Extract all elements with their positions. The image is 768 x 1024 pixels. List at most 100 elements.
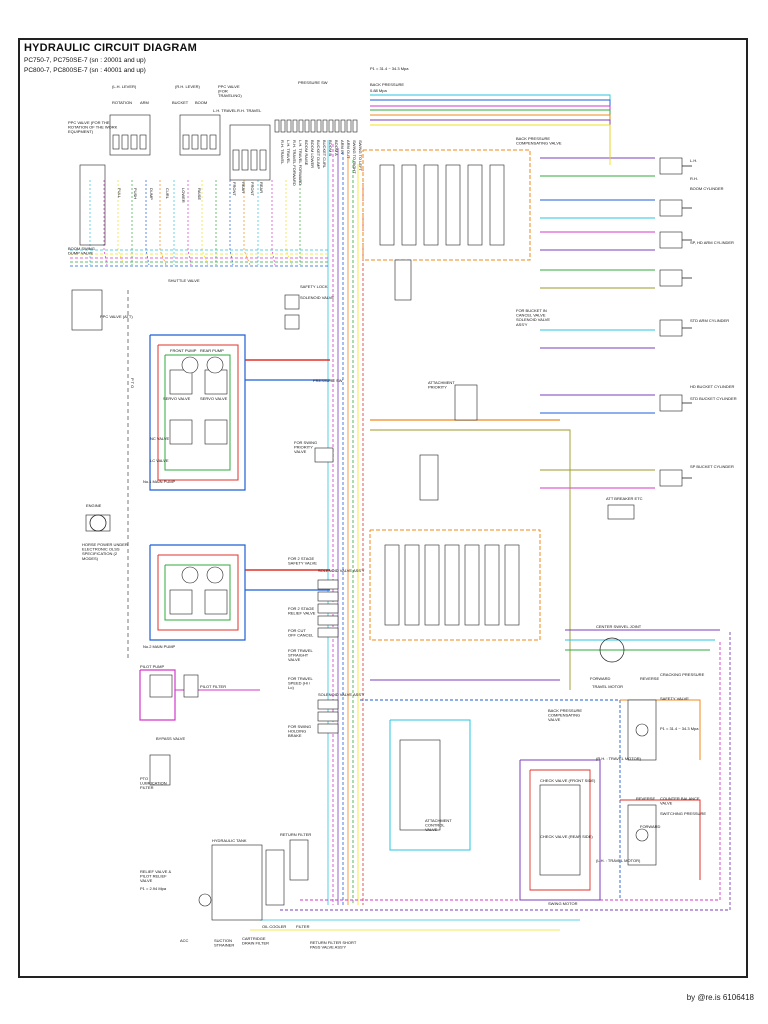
rear-pump-symbol [206,356,224,374]
label-line: LUBRICATION [140,781,167,786]
label-line: FOR 2 STAGE [288,556,314,561]
label-line: BACK PRESSURE [516,136,550,141]
main-pump-2-pressure-loop [157,554,239,631]
travel-ppc-valve [229,124,271,181]
pressure-sw-item: R.H. TRAVEL FORWARD [292,140,297,186]
drain-line-purple [280,630,731,911]
label-line: FOR CUT [288,628,306,633]
control-valve-spool [504,544,520,626]
hydraulic-lines [70,94,731,931]
pilot-filter [183,674,199,698]
pressure-value-label: P1 = 31.4 ~ 34.3 Mpa [660,726,699,731]
label-line: EQUIPMENT) [68,129,94,134]
reverse-label-2: REVERSE [636,796,655,801]
pilot-pump-loop [139,669,176,721]
pump-servo-block [204,589,228,615]
label-line: ASS'Y [516,322,528,327]
top-network-line [370,109,611,150]
label-line: BRAKE [288,733,302,738]
lever-spool [191,134,199,150]
lever-function-label: LOWER [181,188,186,203]
lower-control-valve-frame [369,529,541,641]
servo-valve-label: SERVO VALVE [163,396,191,401]
pilot-pump-label: PILOT PUMP [140,664,164,669]
label-line: PRIORITY [428,385,447,390]
pressure-switch [346,119,352,133]
boom-cylinder-label: BOOM CYLINDER [690,186,724,191]
pressure-value-label: P1 = 31.4 ~ 34.3 Mpa [370,66,409,71]
label-line: FILTER [140,785,154,790]
label-line: DRAIN FILTER [242,941,269,946]
control-valve-spool [464,544,480,626]
travel-function-label: REAR [259,182,264,193]
pressure-sw-item: BOOM RAISE [304,140,309,166]
label-line: PASS VALVE ASS'Y [310,945,346,950]
pressure-value-label: 0.88 Mpa [370,88,387,93]
sp-bucket-cylinder-label: SP BUCKET CYLINDER [690,464,734,469]
label-line: FOR BUCKET IN [516,308,547,313]
pilot-line [145,180,150,266]
lever-spool [130,134,138,150]
att-breaker [607,504,635,520]
attachment-priority-valve [454,384,478,421]
label-line: FOR TRAVEL [288,648,314,653]
engine-label: ENGINE [86,503,102,508]
hydraulic-cylinder [659,394,683,412]
pressure-sw-item: SWING TO RIGHT [352,140,357,174]
engine-box [85,514,111,532]
travel-function-label: FRONT [250,182,255,196]
pump-servo-block [204,419,228,445]
hydraulic-cylinder [659,319,683,337]
label-line: COMPENSATING [548,713,580,718]
pressure-sw-item: BUCKET CURL [322,140,327,169]
top-network-line [370,114,611,155]
pressure-sw-item: BOOM LOWER [310,140,315,168]
pressure-switch [310,119,316,133]
pressure-sw-item: L.H. TRAVEL FORWARD [298,140,303,185]
lever-spool [112,134,120,150]
front-pump-label: FRONT PUMP [170,348,197,353]
control-valve-spool [484,544,500,626]
switching-pressure-label: SWITCHING PRESSURE [660,811,706,816]
ppc-valve-att [71,289,103,331]
forward-label: FORWARD [590,676,611,681]
hydraulic-cylinder [659,269,683,287]
solenoid-valve [317,699,339,710]
label-line: COUNTER BALANCE [660,796,700,801]
pressure-sw-item: BUCKET DUMP [316,140,321,169]
pressure-sw-item: SWING TO LEFT [358,140,363,172]
solenoid-assy-label: SOLENOID VALVE ASS'Y [318,692,365,697]
hydraulic-tank [211,844,263,921]
lh-lever-ppc [109,114,151,156]
solenoid-valve [317,615,339,626]
rh-travel-label: R.H. TRAVEL [237,108,262,113]
main-pump-2-drain-loop [164,564,231,621]
travel-motor-label: TRAVEL MOTOR [592,684,623,689]
pressure-switch [334,119,340,133]
acc-label: ACC [180,938,189,943]
label-line: DUMP VALVE [68,251,93,256]
rh-lever-ppc [179,114,221,156]
return-filter-label: RETURN FILTER [280,832,311,837]
pressure-switch [316,119,322,133]
credit-text: by @re.is 6106418 [686,993,754,1002]
oil-cooler-label: OIL COOLER [262,924,286,929]
lh-travel-label: L.H. TRAVEL [213,108,237,113]
pto-lubrication-filter [149,754,171,786]
pilot-return-line [360,699,621,900]
label-line: CARTRIDGE [242,936,266,941]
label-line: STRAINER [214,943,234,948]
label-line: VALVE [548,717,561,722]
lc-valve-label: LC VALVE [150,458,169,463]
label-line: PILOT RELIEF [140,874,167,879]
pressure-switch [304,119,310,133]
top-network-line [370,105,611,146]
